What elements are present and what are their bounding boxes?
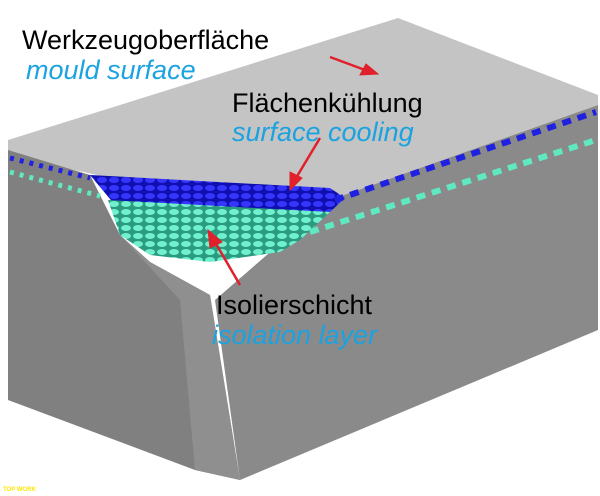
isolation-layer	[108, 200, 330, 262]
mould-top-face	[8, 18, 598, 200]
label-isolation-de: Isolierschicht	[216, 290, 373, 320]
label-cooling-en: surface cooling	[232, 117, 414, 147]
channel-row-blue-right	[334, 109, 597, 203]
arrow-head-mould	[359, 63, 380, 76]
arrow-surface-cooling	[294, 137, 322, 179]
arrow-mould-surface	[329, 55, 366, 72]
label-mould-en: mould surface	[26, 55, 196, 85]
channel-row-green-right	[309, 137, 597, 235]
arrow-isolation-layer	[213, 241, 242, 286]
label-mould-de: Werkzeugoberfläche	[22, 25, 270, 55]
cut-slope-face	[120, 235, 240, 480]
label-isolation-en: isolation layer	[212, 320, 378, 350]
arrow-head-isolation	[207, 228, 223, 249]
label-cooling-de: Flächenkühlung	[232, 88, 423, 118]
block-right-face	[215, 105, 598, 480]
block-front-face	[8, 150, 240, 480]
arrow-head-cooling	[289, 171, 303, 192]
channel-row-blue-left	[9, 155, 91, 181]
watermark: TOP WORK	[3, 487, 36, 493]
